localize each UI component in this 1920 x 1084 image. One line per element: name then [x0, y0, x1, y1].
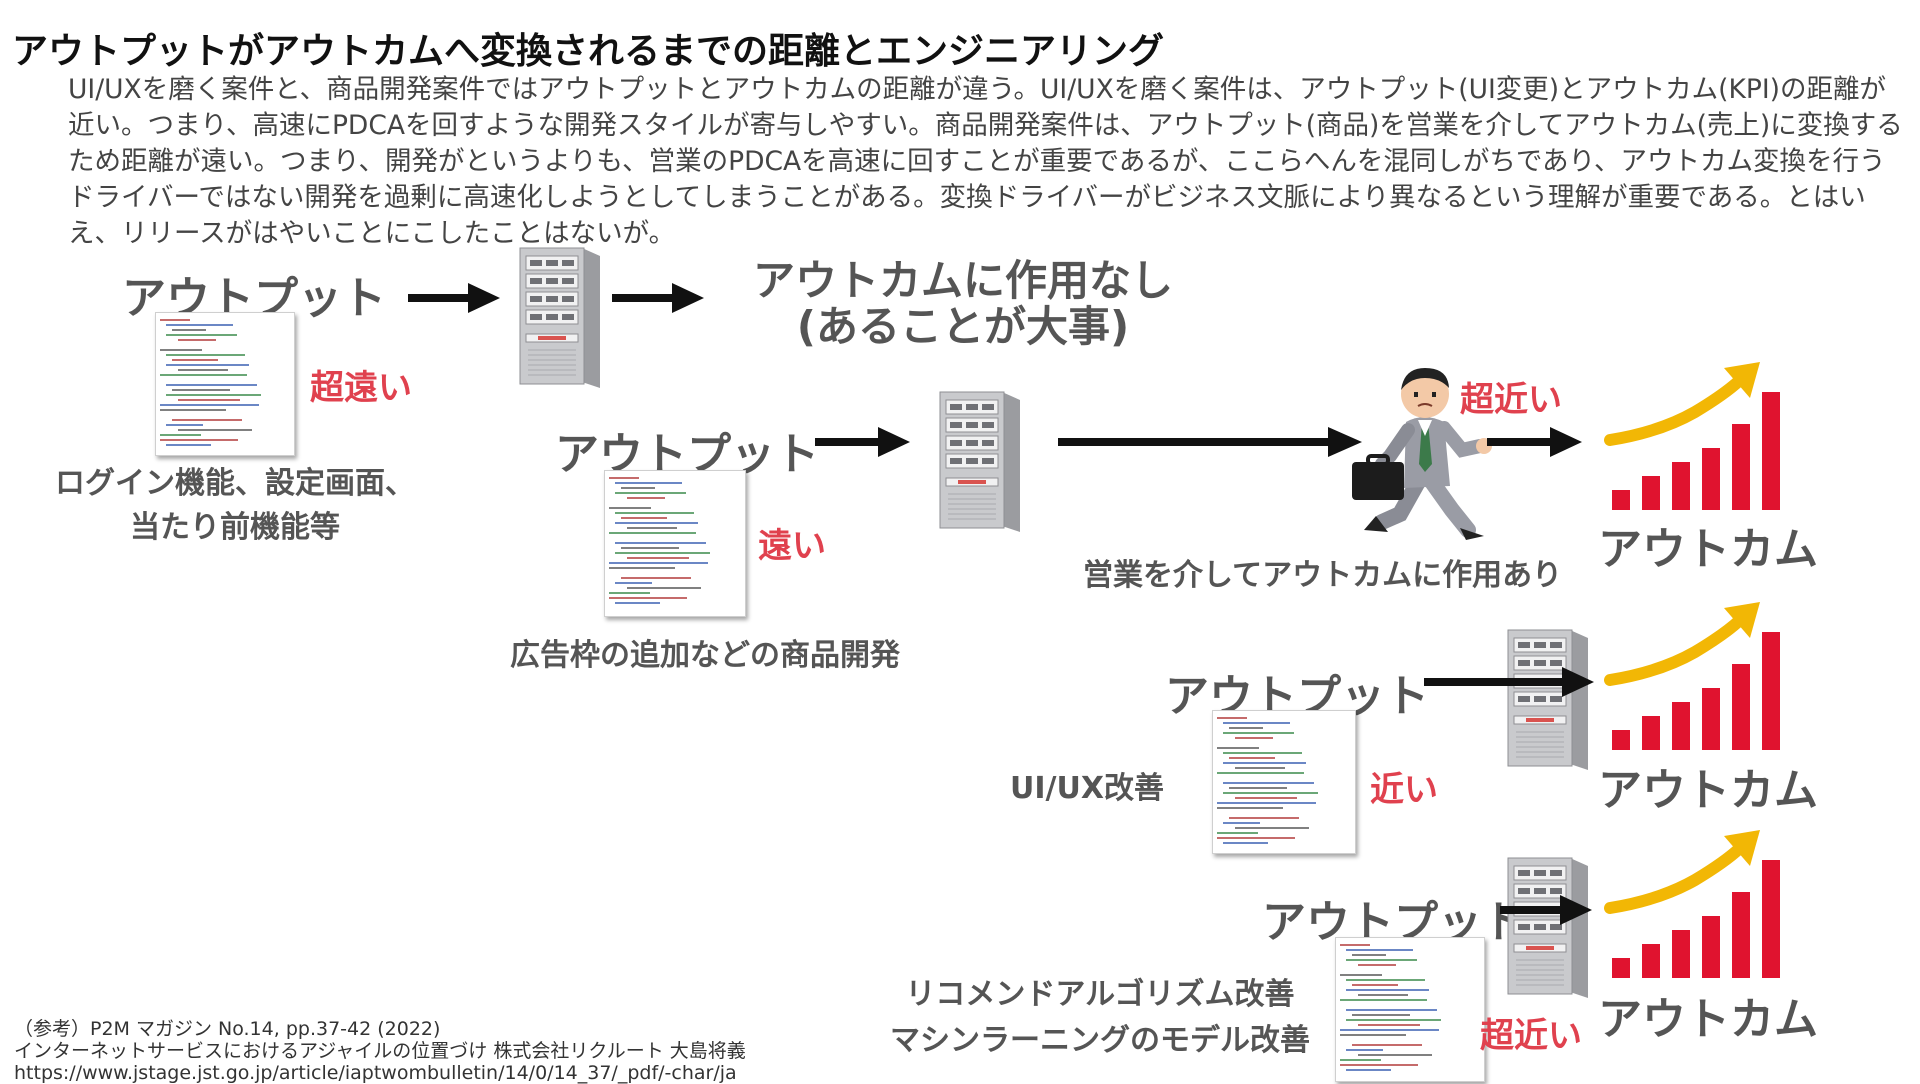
- row1-arrow-2-icon: [612, 283, 704, 313]
- reference-line2: インターネットサービスにおけるアジャイルの位置づけ 株式会社リクルート 大島将義: [14, 1040, 746, 1062]
- row3-server-icon: [1500, 624, 1592, 772]
- row2-distance-label: 遠い: [758, 526, 826, 566]
- row2-outcome-label: アウトカム: [1598, 524, 1818, 575]
- row4-caption-line1: リコメンドアルゴリズム改善: [905, 977, 1295, 1012]
- row3-caption: UI/UX改善: [1010, 771, 1164, 806]
- row4-caption: リコメンドアルゴリズム改善 マシンラーニングのモデル改善: [880, 972, 1320, 1064]
- row2-arrow-1-icon: [815, 427, 910, 457]
- page-title: アウトプットがアウトカムへ変換されるまでの距離とエンジニアリング: [12, 31, 1165, 72]
- row3-outcome-label: アウトカム: [1598, 765, 1818, 816]
- row1-result-line2: (あることが大事): [796, 302, 1130, 351]
- row3-code-document-icon: [1212, 710, 1356, 854]
- row4-arrow-icon: [1500, 895, 1592, 925]
- row2-distance-right-label: 超近い: [1460, 380, 1562, 420]
- row1-result-line1: アウトカムに作用なし: [752, 256, 1173, 305]
- row3-arrow-icon: [1424, 667, 1594, 697]
- row3-distance-label: 近い: [1370, 770, 1438, 810]
- reference-line1: （参考）P2M マガジン No.14, pp.37-42 (2022): [14, 1018, 441, 1040]
- description-text: UI/UXを磨く案件と、商品開発案件ではアウトプットとアウトカムの距離が違う。U…: [68, 74, 1903, 249]
- row2-arrow-2-icon: [1058, 427, 1362, 457]
- row1-server-icon: [512, 242, 604, 390]
- businessman-running-icon: [1348, 364, 1498, 546]
- row1-distance-label: 超遠い: [310, 368, 412, 408]
- row4-outcome-label: アウトカム: [1598, 994, 1818, 1045]
- row4-server-icon: [1500, 852, 1592, 1000]
- row1-caption: ログイン機能、設定画面、 当たり前機能等: [50, 458, 420, 546]
- row1-caption-line2: 当たり前機能等: [130, 510, 340, 545]
- row2-caption: 広告枠の追加などの商品開発: [510, 638, 900, 673]
- row4-distance-label: 超近い: [1480, 1016, 1582, 1056]
- reference: （参考）P2M マガジン No.14, pp.37-42 (2022) インター…: [14, 1018, 746, 1084]
- row4-growth-chart-icon: [1600, 828, 1795, 984]
- row1-arrow-1-icon: [408, 283, 500, 313]
- row2-arrow-3-icon: [1487, 427, 1582, 457]
- row1-result: アウトカムに作用なし (あることが大事): [728, 258, 1198, 350]
- row2-code-document-icon: [604, 470, 746, 617]
- reference-url[interactable]: https://www.jstage.jst.go.jp/article/iap…: [14, 1062, 737, 1084]
- row4-caption-line2: マシンラーニングのモデル改善: [890, 1023, 1310, 1058]
- row3-growth-chart-icon: [1600, 600, 1795, 756]
- row2-growth-chart-icon: [1600, 360, 1795, 516]
- row1-caption-line1: ログイン機能、設定画面、: [55, 466, 415, 501]
- row1-code-document-icon: [155, 312, 295, 456]
- row2-server-icon: [932, 386, 1024, 534]
- row2-sales-caption: 営業を介してアウトカムに作用あり: [1083, 558, 1563, 593]
- row4-code-document-icon: [1335, 937, 1485, 1082]
